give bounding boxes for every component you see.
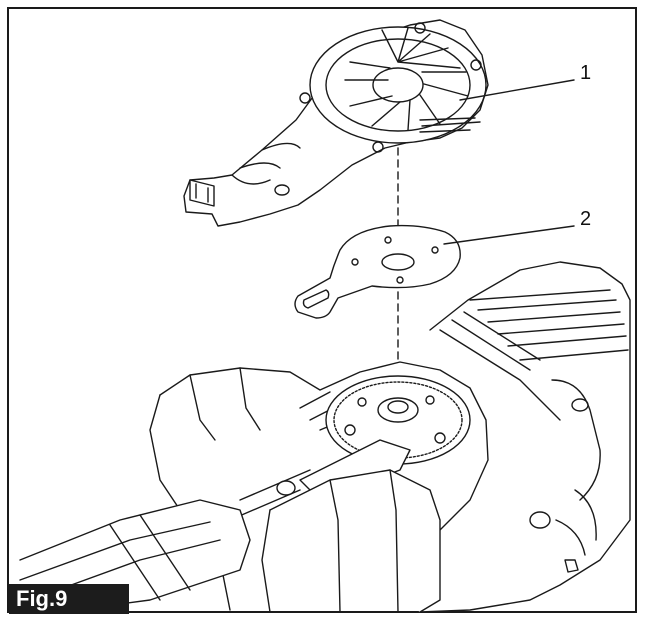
callout-1-leader [459, 79, 575, 101]
machine-body [19, 261, 631, 613]
callout-2-leader [443, 225, 575, 245]
callout-1-number: 1 [580, 62, 592, 84]
figure-label: Fig.9 [9, 584, 129, 614]
callout-2-number: 2 [580, 208, 592, 230]
gasket [294, 224, 461, 319]
gear-housing-cover [183, 19, 489, 227]
